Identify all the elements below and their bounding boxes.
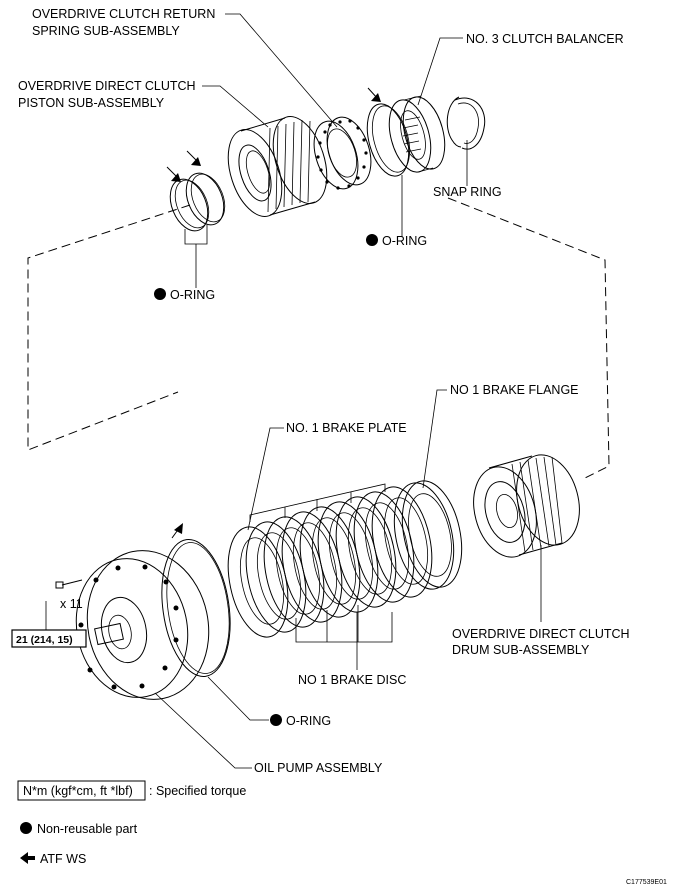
label-od-piston-line1: OVERDRIVE DIRECT CLUTCH [18,79,196,93]
piston-o-rings [169,172,226,232]
torque-value: 21 (214, 15) [16,634,73,646]
non-reusable-dot-icon [20,822,32,834]
label-brake-plate: NO. 1 BRAKE PLATE [286,421,407,435]
label-od-return-spring-line1: OVERDRIVE CLUTCH RETURN [32,7,215,21]
brake-plate [371,486,433,598]
label-drum-line2: DRUM SUB-ASSEMBLY [452,643,590,657]
pump-o-ring [161,539,231,677]
label-od-return-spring-line2: SPRING SUB-ASSEMBLY [32,24,180,38]
return-spring [313,116,372,190]
clutch-balancer [388,95,446,173]
non-reusable-dot-icon [270,714,282,726]
brake-disc [353,491,415,603]
legend-torque-box [17,780,146,801]
label-drum-line1: OVERDRIVE DIRECT CLUTCH [452,627,630,641]
brake-plate [227,526,289,638]
assembly-guide-line [27,197,610,479]
brake-plate [299,506,361,618]
legend-torque-units: N*m (kgf*cm, ft *lbf) [23,784,133,798]
legend-torque-desc: : Specified torque [149,784,246,798]
atf-arrow-icon [166,150,201,182]
label-od-piston-line2: PISTON SUB-ASSEMBLY [18,96,165,110]
oil-pump [75,550,210,700]
bolt-icon [55,579,83,589]
label-oring-upper-left: O-RING [170,288,215,302]
non-reusable-dot-icon [366,234,378,246]
od-direct-clutch-drum [473,454,580,558]
brake-plate [335,496,397,608]
brake-pack [227,480,463,638]
leader-lines [45,13,542,769]
legend-nonreusable: Non-reusable part [37,822,138,836]
atf-arrow-icon [20,852,35,864]
label-oring-lower: O-RING [286,714,331,728]
torque-value-box [11,629,87,648]
label-bolt-qty: x 11 [60,597,83,611]
atf-arrow-icon [367,87,381,102]
label-brake-flange: NO 1 BRAKE FLANGE [450,383,579,397]
label-brake-disc: NO 1 BRAKE DISC [298,673,406,687]
legend-atf: ATF WS [40,852,86,866]
snap-ring [446,96,486,150]
od-direct-clutch-piston [227,116,328,217]
label-oil-pump: OIL PUMP ASSEMBLY [254,761,383,775]
label-clutch-balancer: NO. 3 CLUTCH BALANCER [466,32,624,46]
brake-plate [263,516,325,628]
label-oring-upper-right: O-RING [382,234,427,248]
brake-flange [393,480,463,590]
non-reusable-dot-icon [154,288,166,300]
label-snap-ring: SNAP RING [433,185,502,199]
figure-id: C177539E01 [626,879,667,886]
atf-arrow-icon [171,523,183,539]
